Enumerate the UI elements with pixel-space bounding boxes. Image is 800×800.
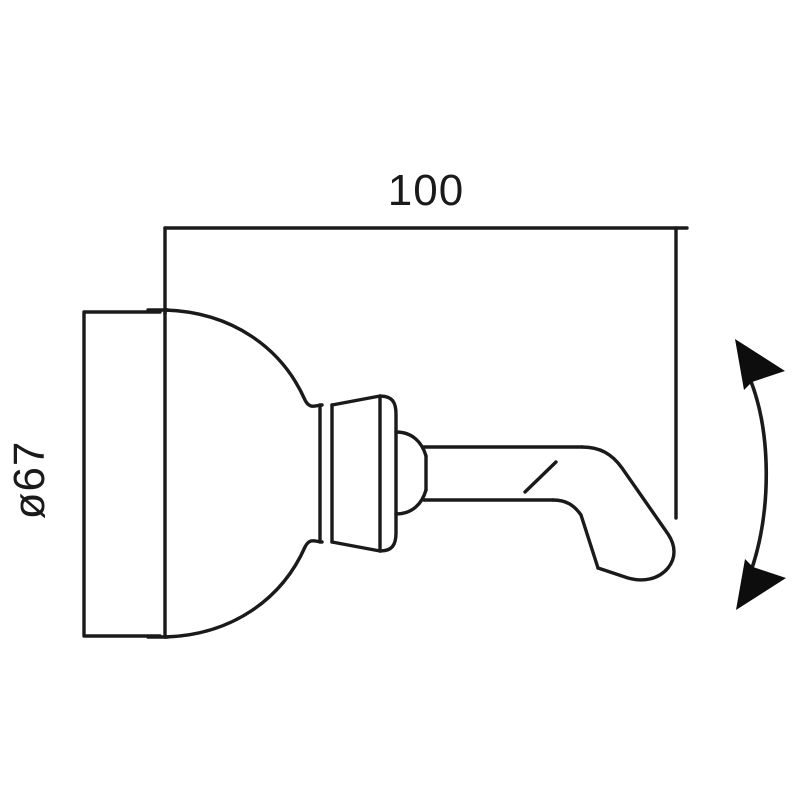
tilt-arrow-head-down	[736, 559, 786, 610]
dimension-projection	[163, 226, 689, 520]
spout-inner-edge	[551, 498, 600, 570]
knurled-collar	[318, 394, 398, 553]
dimension-label-projection: 100	[388, 166, 464, 215]
wall-plate-outline	[82, 310, 162, 638]
ball-joint-upper	[394, 430, 428, 458]
tilt-arrow	[746, 372, 769, 576]
spout-chamfer-line	[523, 460, 558, 494]
arm	[422, 445, 584, 502]
spout-tip	[596, 566, 670, 582]
tilt-arrow-arc	[746, 372, 769, 576]
drawing-geometry	[82, 226, 769, 639]
tilt-arrow-heads	[735, 339, 786, 610]
dimension-label-diameter: ø67	[5, 441, 54, 520]
bell-curve-lower	[163, 539, 324, 639]
spout	[523, 445, 676, 582]
spout-outer-edge	[580, 445, 676, 570]
ball-joint	[394, 430, 428, 516]
wall-plate	[82, 310, 162, 638]
bell-curve-upper	[163, 308, 324, 408]
bell-body	[163, 308, 324, 639]
collar-block-outline	[330, 394, 382, 553]
collar-lip	[378, 394, 398, 553]
tilt-arrow-head-up	[735, 339, 785, 390]
ball-joint-lower	[394, 488, 428, 516]
